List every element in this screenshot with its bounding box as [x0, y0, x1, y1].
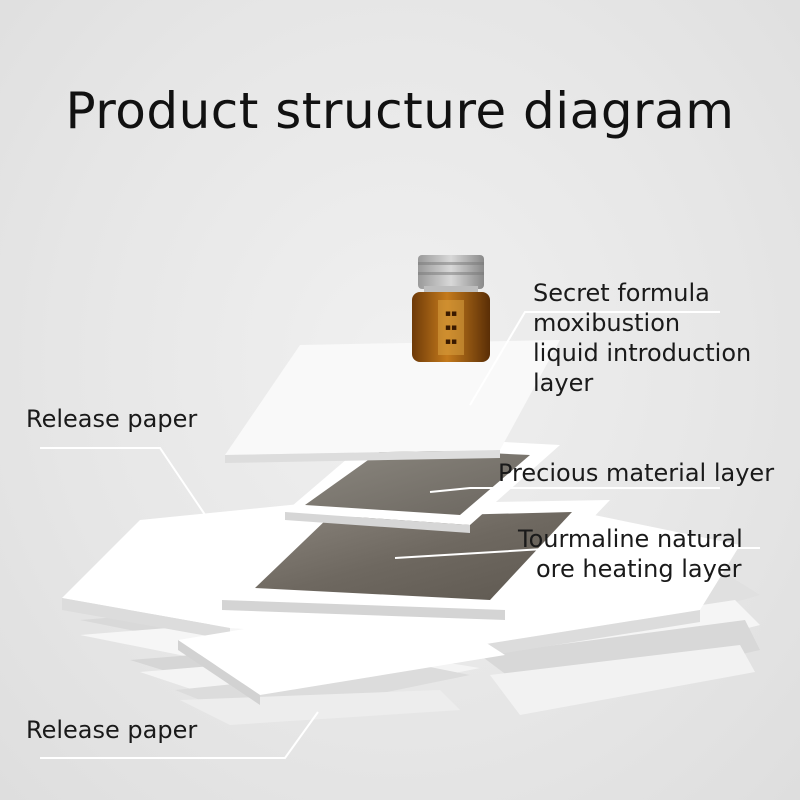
diagram-title: Product structure diagram [65, 82, 735, 140]
liquid-introduction-layer [225, 340, 560, 463]
label-secret-formula-line-2: moxibustion [533, 309, 681, 337]
label-precious-material: Precious material layer [498, 459, 775, 487]
leader-tourmaline [394, 547, 760, 559]
label-tourmaline-line-1: Tourmaline natural [518, 525, 743, 553]
label-secret-formula: Secret formula moxibustion liquid introd… [533, 278, 751, 398]
leader-lines [40, 311, 760, 759]
label-tourmaline-line-2: ore heating layer [536, 555, 742, 583]
label-secret-formula-line-1: Secret formula [533, 279, 710, 307]
amber-bottle-icon: ▪▪ ▪▪ ▪▪ [412, 255, 490, 362]
label-secret-formula-line-3: liquid introduction [533, 339, 752, 367]
label-release-paper-top: Release paper [26, 405, 198, 433]
label-release-paper-bottom: Release paper [26, 716, 198, 744]
label-secret-formula-line-4: layer [533, 369, 594, 397]
label-tourmaline: Tourmaline natural ore heating layer [518, 524, 743, 584]
leader-release-bottom [40, 711, 319, 759]
leader-precious [429, 487, 720, 493]
svg-text:▪▪: ▪▪ [445, 337, 457, 347]
leader-release-top [40, 447, 223, 541]
svg-text:▪▪: ▪▪ [445, 309, 457, 319]
svg-text:▪▪: ▪▪ [445, 323, 457, 333]
leader-secret-formula [469, 311, 720, 406]
